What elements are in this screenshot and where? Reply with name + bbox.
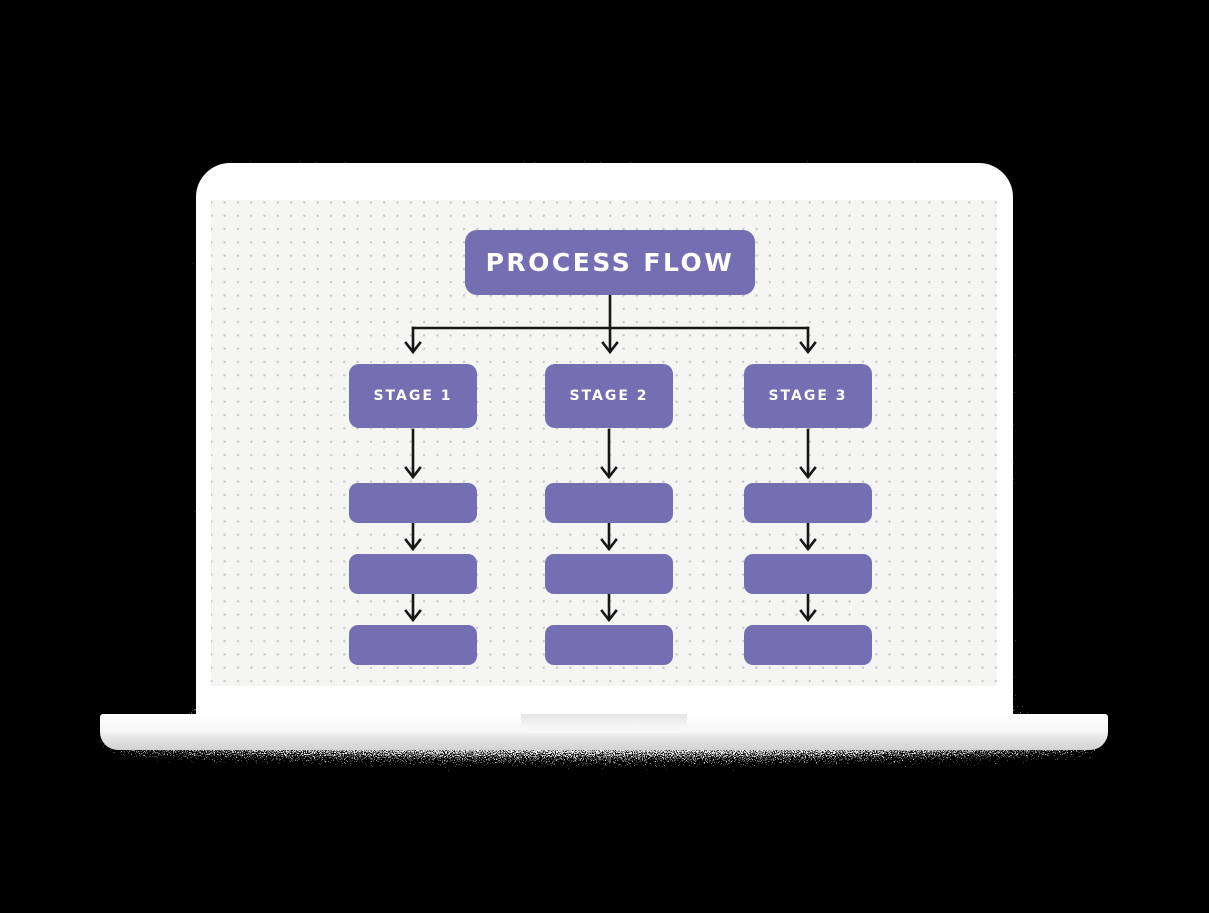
laptop-base-notch bbox=[521, 714, 687, 733]
diagram-canvas: PROCESS FLOW STAGE 1 STAGE 2 STAGE 3 bbox=[211, 200, 997, 686]
stage-2-node: STAGE 2 bbox=[545, 364, 673, 428]
stage-3-label: STAGE 3 bbox=[768, 388, 848, 404]
diagram-title-label: PROCESS FLOW bbox=[485, 248, 735, 277]
stage-3-step-1-box bbox=[744, 483, 872, 523]
connector-arrows bbox=[404, 293, 817, 623]
stage-3-step-2-box bbox=[744, 554, 872, 594]
laptop-base bbox=[100, 714, 1108, 750]
laptop-screen-bezel: PROCESS FLOW STAGE 1 STAGE 2 STAGE 3 bbox=[196, 163, 1013, 716]
stage-2-label: STAGE 2 bbox=[569, 388, 649, 404]
stage-3-step-3-box bbox=[744, 625, 872, 665]
stage-2-step-1-box bbox=[545, 483, 673, 523]
stage-1-label: STAGE 1 bbox=[373, 388, 453, 404]
stage-1-step-1-box bbox=[349, 483, 477, 523]
stage-1-step-3-box bbox=[349, 625, 477, 665]
diagram-title-node: PROCESS FLOW bbox=[465, 230, 755, 295]
stage-2-step-3-box bbox=[545, 625, 673, 665]
stage-1-step-2-box bbox=[349, 554, 477, 594]
stage-1-node: STAGE 1 bbox=[349, 364, 477, 428]
stage-3-node: STAGE 3 bbox=[744, 364, 872, 428]
stage-2-step-2-box bbox=[545, 554, 673, 594]
